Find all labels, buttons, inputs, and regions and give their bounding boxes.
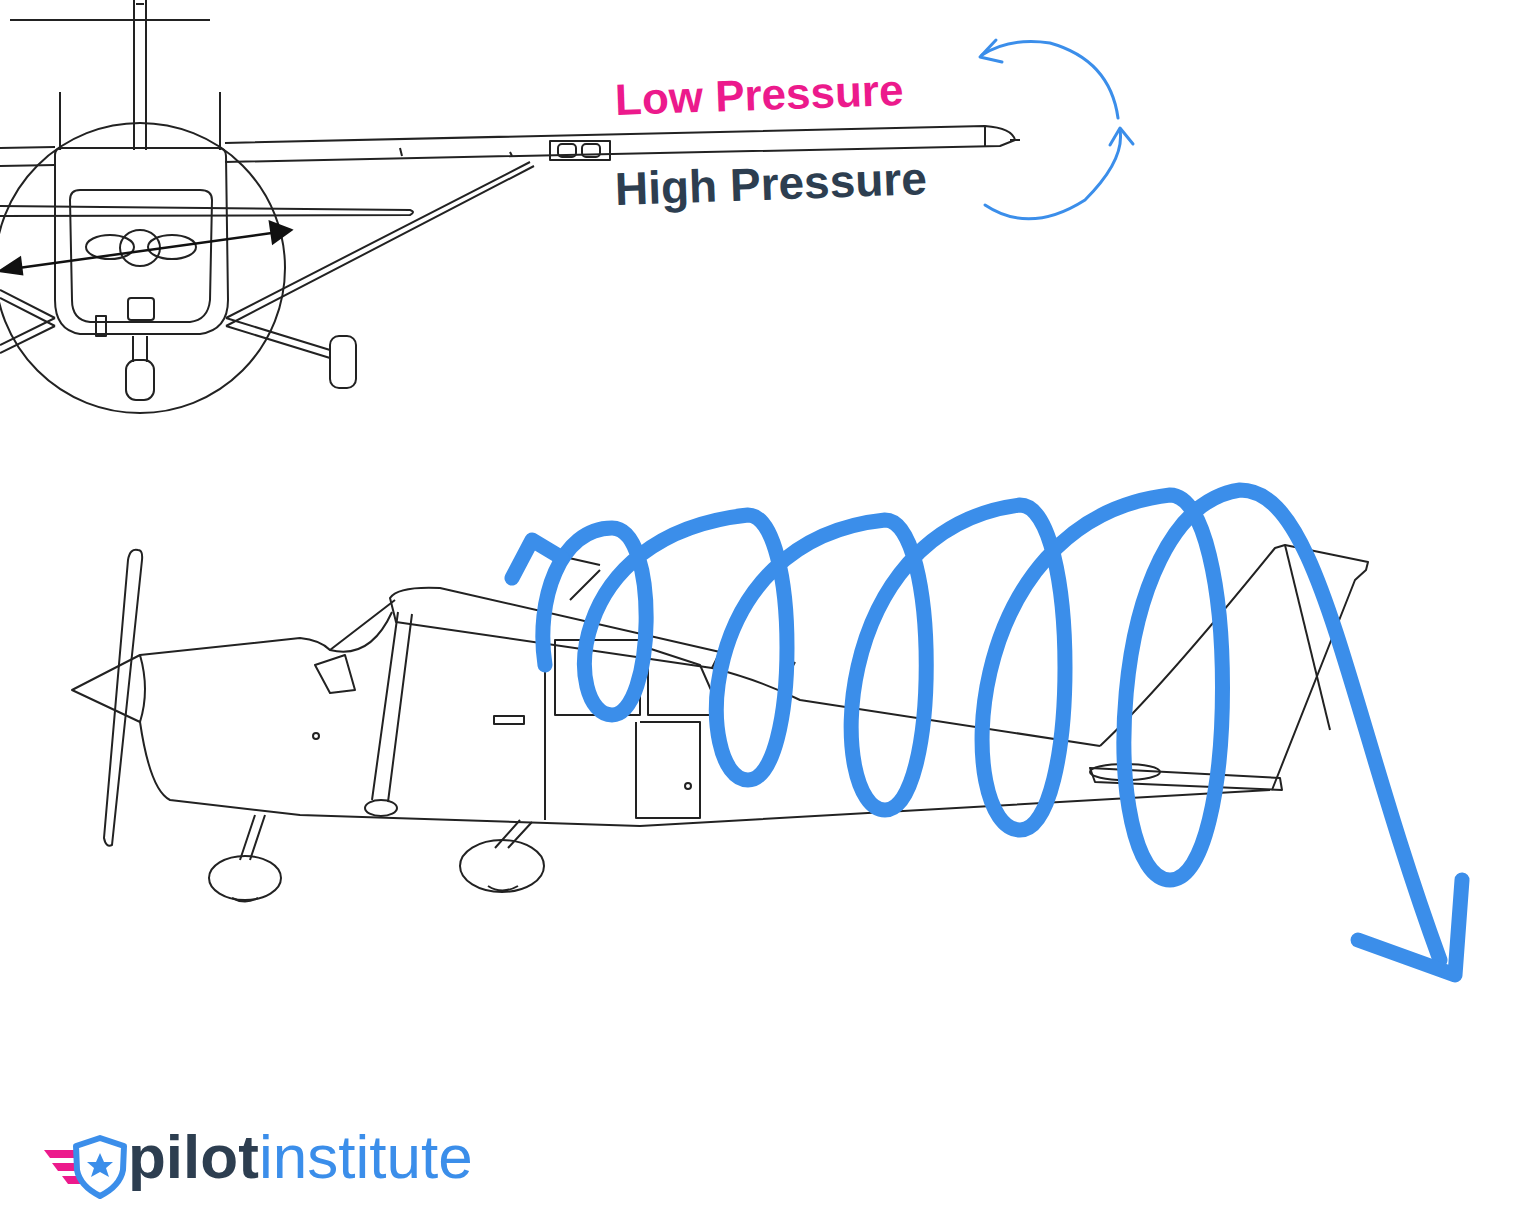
vortex-trail xyxy=(543,490,1440,960)
fuel-cap xyxy=(313,733,319,739)
spinner xyxy=(72,655,145,722)
vortex-arc xyxy=(980,40,1133,219)
arrow-head xyxy=(270,222,291,243)
main-wheel xyxy=(330,336,356,388)
vertical-tail xyxy=(134,0,146,150)
nose-gear xyxy=(240,815,265,860)
logo-text: institute xyxy=(259,1126,473,1188)
antenna xyxy=(60,92,220,150)
nose-gear xyxy=(133,336,147,362)
baggage-lock xyxy=(685,783,691,789)
main-wheel-fairing xyxy=(460,840,544,892)
arrow-head xyxy=(512,540,562,578)
arrow-head xyxy=(1358,880,1462,975)
wing-light xyxy=(550,141,610,160)
nose-wheel-fairing xyxy=(209,856,281,900)
fuselage xyxy=(55,148,228,334)
main-gear xyxy=(0,318,55,353)
vertical-fin xyxy=(1100,545,1368,790)
wing-strut xyxy=(372,612,412,802)
propeller-disc xyxy=(0,123,285,413)
exhaust xyxy=(96,316,106,336)
vortex-arrow xyxy=(982,42,1118,119)
vortex-arrow xyxy=(985,130,1121,219)
wing-tip xyxy=(984,126,986,146)
logo-star xyxy=(87,1153,113,1177)
wing-strut xyxy=(226,162,534,326)
tail-line xyxy=(10,19,210,21)
arrow-head xyxy=(0,258,22,274)
front-view-aircraft xyxy=(0,0,1020,413)
wing-strut xyxy=(0,290,55,326)
double-arrow xyxy=(0,222,291,274)
windshield xyxy=(330,612,392,652)
propeller xyxy=(104,550,142,846)
arrow-head xyxy=(1110,128,1133,145)
tail-cone xyxy=(712,662,1100,746)
nose-intake xyxy=(128,298,154,320)
cowling xyxy=(70,190,212,322)
vortex-spiral xyxy=(512,490,1462,975)
pressure-label: High Pressure xyxy=(614,155,927,212)
wing-light xyxy=(582,144,600,157)
strut-fitting xyxy=(365,800,397,816)
arrow-line xyxy=(4,231,286,270)
tire xyxy=(232,886,518,902)
logo-text: pilot xyxy=(128,1126,259,1188)
logo-shield xyxy=(76,1138,124,1196)
main-gear xyxy=(226,318,330,358)
door-handle xyxy=(494,716,524,724)
window xyxy=(315,655,355,693)
baggage-door xyxy=(636,722,700,818)
wing-detail xyxy=(400,148,512,156)
horizontal-stabilizer xyxy=(0,206,413,216)
fuselage xyxy=(140,600,1270,826)
logo-mark xyxy=(44,1138,124,1196)
pressure-label: Low Pressure xyxy=(614,68,904,122)
wing-light xyxy=(558,144,576,157)
wing-tip xyxy=(1010,139,1020,141)
nose-wheel xyxy=(126,360,154,400)
arrow-head xyxy=(980,40,1002,62)
